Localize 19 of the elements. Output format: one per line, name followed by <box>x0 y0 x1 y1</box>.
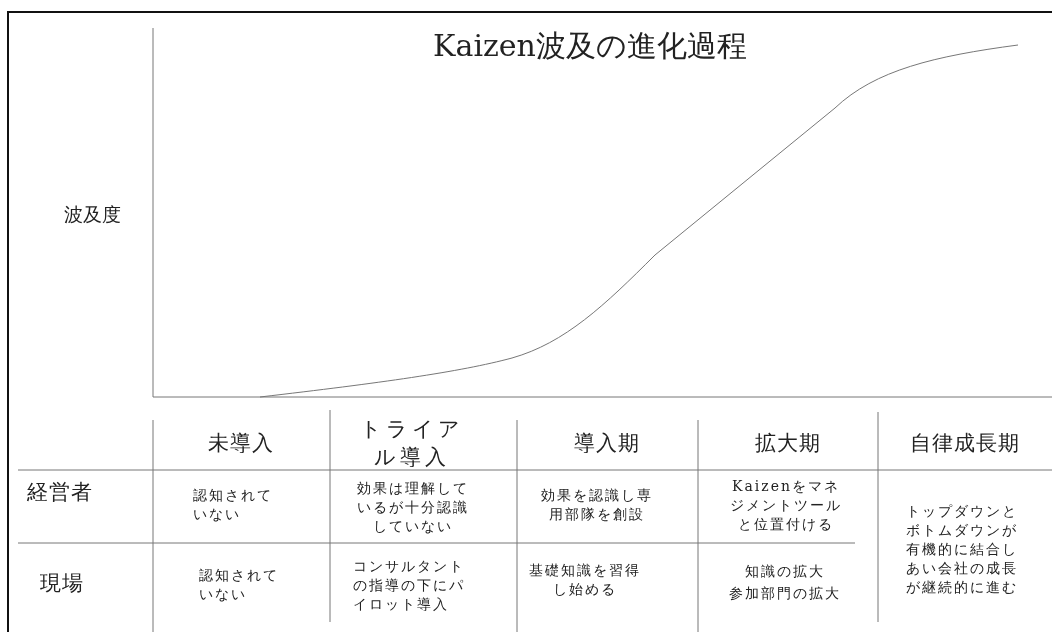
column-header: 導入期 <box>574 429 640 457</box>
axis-label: 波及度 <box>63 202 121 228</box>
table-cell-text: トップダウンとボトムダウンが有機的に結合しあい会社の成長が継続的に進む <box>906 501 1019 597</box>
table-cell: 参加部門の拡大 <box>729 583 841 603</box>
table-cell-text: コンサルタントの指導の下にパイロット導入 <box>353 556 466 614</box>
column-header: 拡大期 <box>755 429 821 457</box>
row-header: 経営者 <box>27 478 93 506</box>
table-cell-text: 基礎知識を習得し始める <box>528 561 642 599</box>
title: Kaizen波及の進化過程 <box>433 26 747 65</box>
table-cell-text: 認知されていない <box>199 566 280 604</box>
table-cell-text: 効果は理解しているが十分認識していない <box>356 478 470 536</box>
column-header: 未導入 <box>208 429 274 457</box>
table-cell: 知識の拡大 <box>745 561 825 581</box>
table-cell-text: 効果を認識し専用部隊を創設 <box>540 486 654 524</box>
table-cell-text: 認知されていない <box>193 486 274 524</box>
row-header: 現場 <box>40 569 84 597</box>
column-header: トライアル導入 <box>359 415 465 471</box>
column-header: 自律成長期 <box>910 429 1020 457</box>
table-cell-text: Kaizenをマネジメントツールと位置付ける <box>729 476 843 534</box>
